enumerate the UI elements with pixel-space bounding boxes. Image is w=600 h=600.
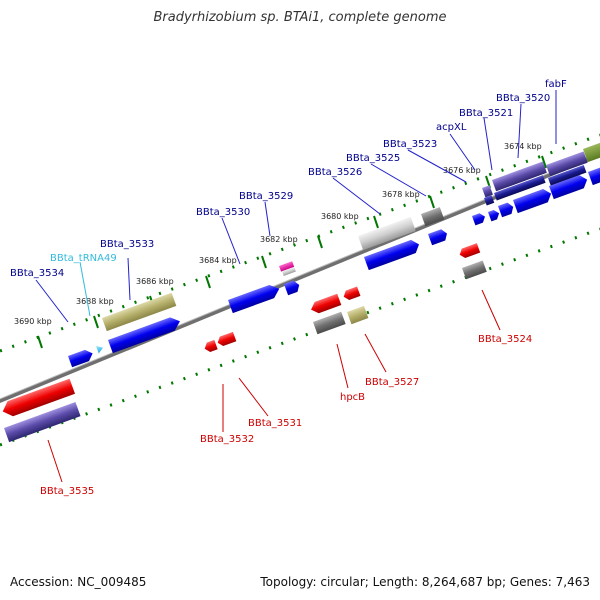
gene-label[interactable]: hpcB [340, 392, 365, 403]
gene-label[interactable]: BBta_3526 [308, 167, 362, 178]
genome-summary-text: Topology: circular; Length: 8,264,687 bp… [260, 575, 590, 589]
gene-feature[interactable] [458, 243, 481, 259]
gene-feature[interactable] [358, 216, 416, 251]
gene-feature[interactable] [421, 207, 445, 227]
gene-feature[interactable] [549, 173, 589, 200]
gene-feature[interactable] [309, 293, 342, 316]
gene-feature[interactable] [364, 238, 421, 271]
gene-feature[interactable] [462, 260, 487, 280]
tick-label: 3678 kbp [382, 190, 420, 199]
gene-feature[interactable] [546, 151, 588, 177]
gene-feature[interactable] [216, 331, 237, 348]
gene-feature[interactable] [68, 348, 95, 368]
gene-label[interactable]: fabF [545, 79, 567, 90]
tick-label: 3674 kbp [504, 142, 542, 151]
gene-label[interactable]: BBta_3524 [478, 334, 532, 345]
plus-label-connectors [35, 90, 557, 323]
gene-label[interactable]: BBta_3532 [200, 434, 254, 445]
gene-feature[interactable] [313, 311, 346, 335]
gene-feature[interactable] [472, 212, 487, 226]
gene-label[interactable]: BBta_3525 [346, 153, 400, 164]
tick-label: 3686 kbp [136, 277, 174, 286]
gene-feature[interactable] [228, 282, 282, 314]
gene-feature[interactable] [4, 402, 81, 443]
gene-feature[interactable] [108, 315, 182, 354]
gene-feature[interactable] [428, 228, 449, 246]
gene-feature[interactable] [0, 378, 76, 419]
gene-feature[interactable] [494, 175, 546, 201]
gene-feature[interactable] [513, 187, 553, 214]
gene-feature[interactable] [548, 165, 587, 186]
gene-label[interactable]: BBta_3521 [459, 108, 513, 119]
gene-feature[interactable] [482, 185, 493, 198]
gene-label[interactable]: acpXL [436, 122, 467, 133]
trna-label[interactable]: BBta_tRNA49 [50, 253, 117, 264]
genome-title: Bradyrhizobium sp. BTAi1, complete genom… [153, 10, 447, 25]
gene-label[interactable]: BBta_3535 [40, 486, 94, 497]
gene-label[interactable]: BBta_3527 [365, 377, 419, 388]
gene-feature[interactable] [284, 279, 301, 296]
gene-feature[interactable] [347, 305, 369, 325]
gene-feature[interactable] [342, 286, 361, 302]
gene-label[interactable]: BBta_3530 [196, 207, 250, 218]
gene-feature[interactable] [203, 339, 218, 354]
tick-label: 3690 kbp [14, 317, 52, 326]
plus-gene-labels: BBta_3534 BBta_tRNA49 BBta_3533 BBta_353… [10, 79, 567, 279]
tick-label: 3682 kbp [260, 235, 298, 244]
gene-feature[interactable] [491, 161, 547, 192]
gene-feature[interactable] [484, 195, 495, 206]
gene-label[interactable]: BBta_3531 [248, 418, 302, 429]
gene-label[interactable]: BBta_3529 [239, 191, 293, 202]
minus-gene-labels: BBta_3535 BBta_3532 BBta_3531 hpcB BBta_… [40, 334, 532, 497]
minus-label-connectors [47, 289, 501, 483]
gene-feature[interactable] [498, 201, 515, 218]
tick-label: 3688 kbp [76, 297, 114, 306]
tick-labels: 3690 kbp 3688 kbp 3686 kbp 3684 kbp 3682… [14, 142, 542, 326]
genome-backbone [0, 151, 600, 404]
tick-label: 3680 kbp [321, 212, 359, 221]
gene-feature[interactable] [102, 292, 177, 332]
tick-label: 3684 kbp [199, 256, 237, 265]
trna-connector [79, 261, 91, 317]
gene-label[interactable]: BBta_3533 [100, 239, 154, 250]
tick-label: 3676 kbp [443, 166, 481, 175]
minus-strand-features [0, 243, 487, 443]
accession-text: Accession: NC_009485 [10, 575, 147, 589]
gene-feature[interactable] [583, 140, 600, 163]
plus-strand-features [68, 140, 600, 368]
trna-feature[interactable] [96, 344, 104, 354]
gene-label[interactable]: BBta_3523 [383, 139, 437, 150]
gene-label[interactable]: BBta_3520 [496, 93, 550, 104]
tick-track-upper [0, 133, 600, 353]
gene-feature[interactable] [488, 209, 501, 222]
gene-feature[interactable] [279, 261, 296, 276]
gene-label[interactable]: BBta_3534 [10, 268, 64, 279]
gene-feature[interactable] [588, 165, 600, 186]
